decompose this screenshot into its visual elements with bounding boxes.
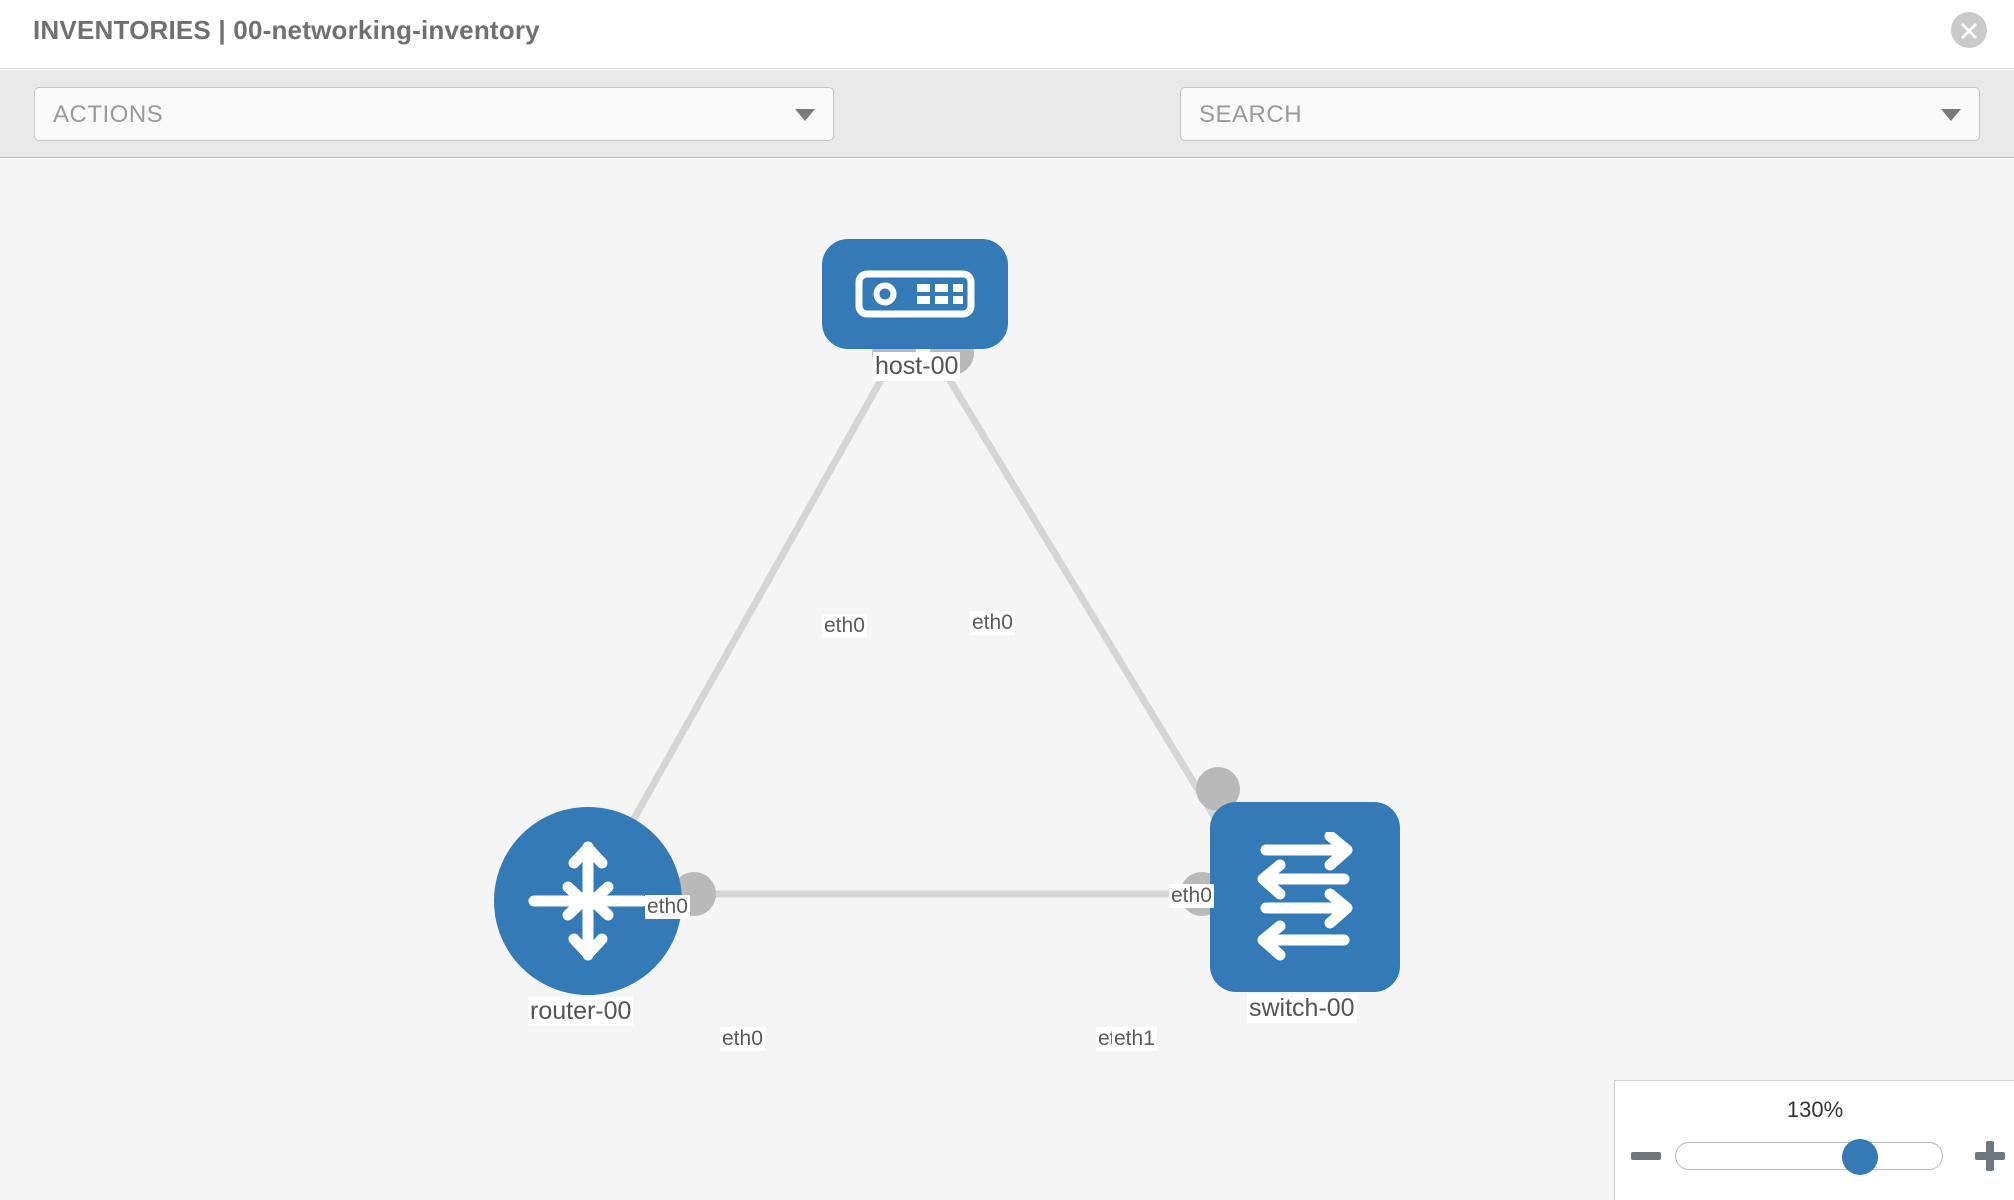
edge-label-switch-eth1-mid: eth1: [1112, 1027, 1157, 1051]
actions-dropdown-label: ACTIONS: [53, 101, 164, 128]
link-host-router: [596, 362, 894, 881]
close-icon[interactable]: [1951, 12, 1987, 48]
chevron-down-icon: [1941, 109, 1961, 121]
topology-links: [596, 362, 1243, 898]
zoom-level-value: 130%: [1786, 1097, 1844, 1122]
node-host-00[interactable]: host-00: [822, 239, 1008, 381]
zoom-slider-track[interactable]: [1675, 1139, 1943, 1175]
search-input[interactable]: SEARCH: [1180, 87, 1980, 141]
link-host-switch: [937, 362, 1243, 861]
zoom-in-button[interactable]: [1969, 1135, 2011, 1177]
edge-label-host-eth0-right: eth0: [970, 611, 1015, 635]
topology-canvas[interactable]: host-00 router-00: [0, 159, 2014, 1200]
zoom-slider-thumb[interactable]: [1842, 1139, 1878, 1175]
zoom-slider-row: [1615, 1135, 2014, 1181]
node-router-00-label: router-00: [528, 997, 634, 1026]
edge-label-router-eth0-mid: eth0: [720, 1027, 765, 1051]
page-header: INVENTORIES | 00-networking-inventory: [0, 0, 2014, 69]
chevron-down-icon: [795, 109, 815, 121]
edge-label-switch-eth0-up: eth0: [1169, 884, 1214, 908]
page-title: INVENTORIES | 00-networking-inventory: [33, 15, 540, 45]
edge-label-host-eth0-left: eth0: [822, 614, 867, 638]
toolbar: ACTIONS SEARCH: [0, 70, 2014, 198]
node-host-00-label: host-00: [873, 352, 961, 381]
switch-arrows-icon: [1257, 832, 1353, 961]
node-switch-00[interactable]: switch-00: [1210, 802, 1400, 1023]
router-arrows-icon: [528, 841, 648, 961]
search-placeholder: SEARCH: [1199, 101, 1303, 128]
node-router-00[interactable]: router-00: [494, 807, 682, 1026]
server-icon: [855, 270, 975, 318]
actions-dropdown[interactable]: ACTIONS: [34, 87, 834, 141]
zoom-out-button[interactable]: [1625, 1135, 1667, 1177]
node-host-00-shape: [822, 239, 1008, 349]
node-switch-00-shape: [1210, 802, 1400, 992]
edge-label-router-eth0-up: eth0: [645, 895, 690, 919]
node-switch-00-label: switch-00: [1247, 994, 1357, 1023]
zoom-control-panel: 130%: [1614, 1080, 2014, 1200]
